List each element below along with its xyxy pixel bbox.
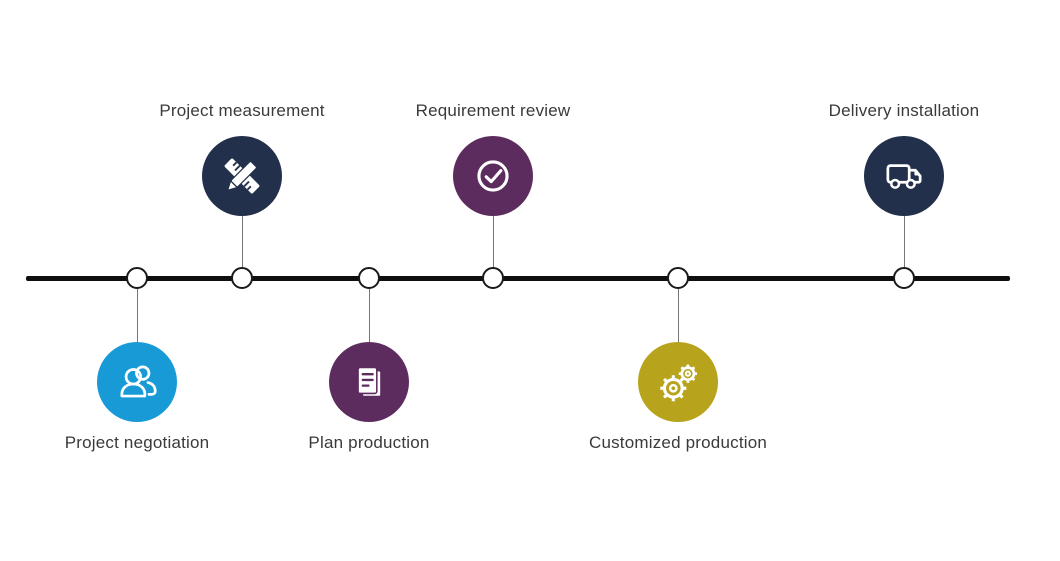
check-circle-icon <box>453 136 533 216</box>
step-label: Project measurement <box>159 101 325 120</box>
connector-line <box>492 216 494 268</box>
timeline-node <box>126 267 148 289</box>
step-label: Requirement review <box>415 101 571 120</box>
step-label: Customized production <box>588 433 768 452</box>
connector-line <box>136 289 138 342</box>
connector-line <box>368 289 370 342</box>
timeline-node <box>893 267 915 289</box>
connector-line <box>241 216 243 268</box>
step-label: Delivery installation <box>828 101 980 120</box>
timeline-node <box>231 267 253 289</box>
timeline-line <box>26 276 1010 281</box>
connector-line <box>903 216 905 268</box>
people-icon <box>97 342 177 422</box>
step-label: Plan production <box>308 433 430 452</box>
timeline-node <box>667 267 689 289</box>
ruler-pencil-icon <box>202 136 282 216</box>
step-label: Project negotiation <box>64 433 210 452</box>
truck-icon <box>864 136 944 216</box>
document-icon <box>329 342 409 422</box>
timeline-node <box>482 267 504 289</box>
timeline-node <box>358 267 380 289</box>
gears-icon <box>638 342 718 422</box>
connector-line <box>677 289 679 342</box>
